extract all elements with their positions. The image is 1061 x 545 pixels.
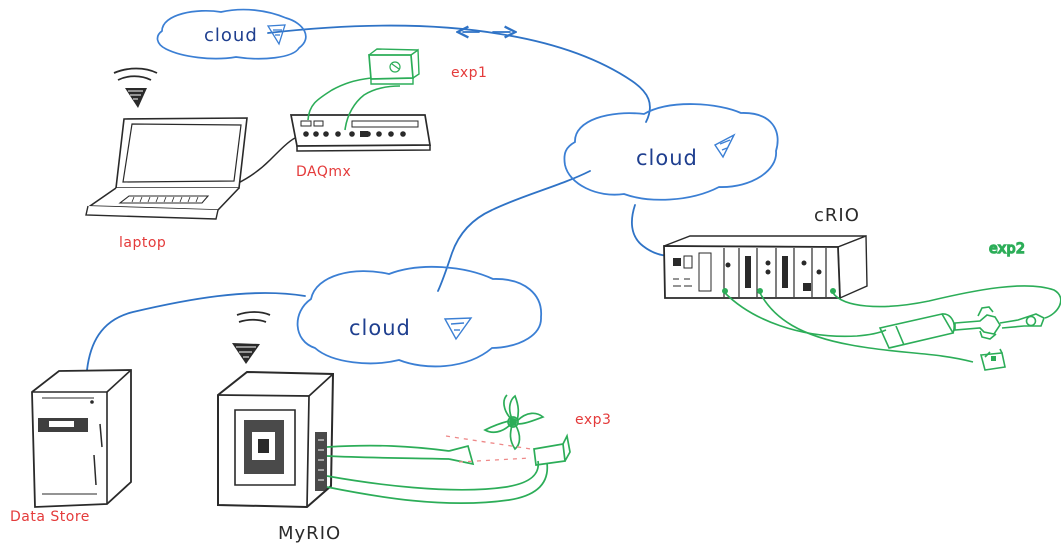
cloud-lower-shape [296,265,542,368]
data-store-label: Data Store [10,509,90,525]
wifi-icon [113,67,158,81]
exp1-label: exp1 [451,65,487,81]
link-middle-cloud-to-lower-cloud [437,170,591,292]
cloud-top-shape [156,8,307,60]
cloud-lower: cloud [296,265,542,368]
cloud-lower-label: cloud [349,316,411,340]
cloud-top: cloud [156,8,307,60]
laptop-wifi-antenna [125,88,147,108]
laptop-label: laptop [119,235,166,251]
wifi-icon [266,24,286,46]
cloud-middle: cloud [563,103,779,201]
wifi-icon [443,317,473,341]
link-middle-cloud-to-crio [631,204,672,257]
link-lower-cloud-to-data-store [86,292,306,371]
exp2-label: exp2 [989,241,1025,257]
crio-device: cRIO [663,205,868,300]
cloud-top-label: cloud [204,25,258,46]
exp3-assembly: exp3 [326,394,611,504]
exp3-label: exp3 [575,412,611,428]
daqmx-device: DAQmx [289,114,432,180]
daqmx-label: DAQmx [296,164,351,180]
data-store-device: Data Store [10,369,132,525]
cloud-middle-label: cloud [636,146,698,170]
link-top-cloud-to-middle-cloud [267,24,651,123]
laptop-device: laptop [85,67,248,251]
myrio-label: MyRIO [278,523,341,544]
exp2-assembly: exp2 [724,240,1061,371]
cloud-middle-shape [563,103,779,201]
exp1-block: exp1 [307,48,487,131]
myrio-device: MyRIO [217,311,341,544]
crio-label: cRIO [814,205,860,226]
wifi-icon [236,311,271,323]
network-links [86,24,672,371]
myrio-wifi-antenna [232,343,260,364]
wifi-icon [713,133,736,159]
